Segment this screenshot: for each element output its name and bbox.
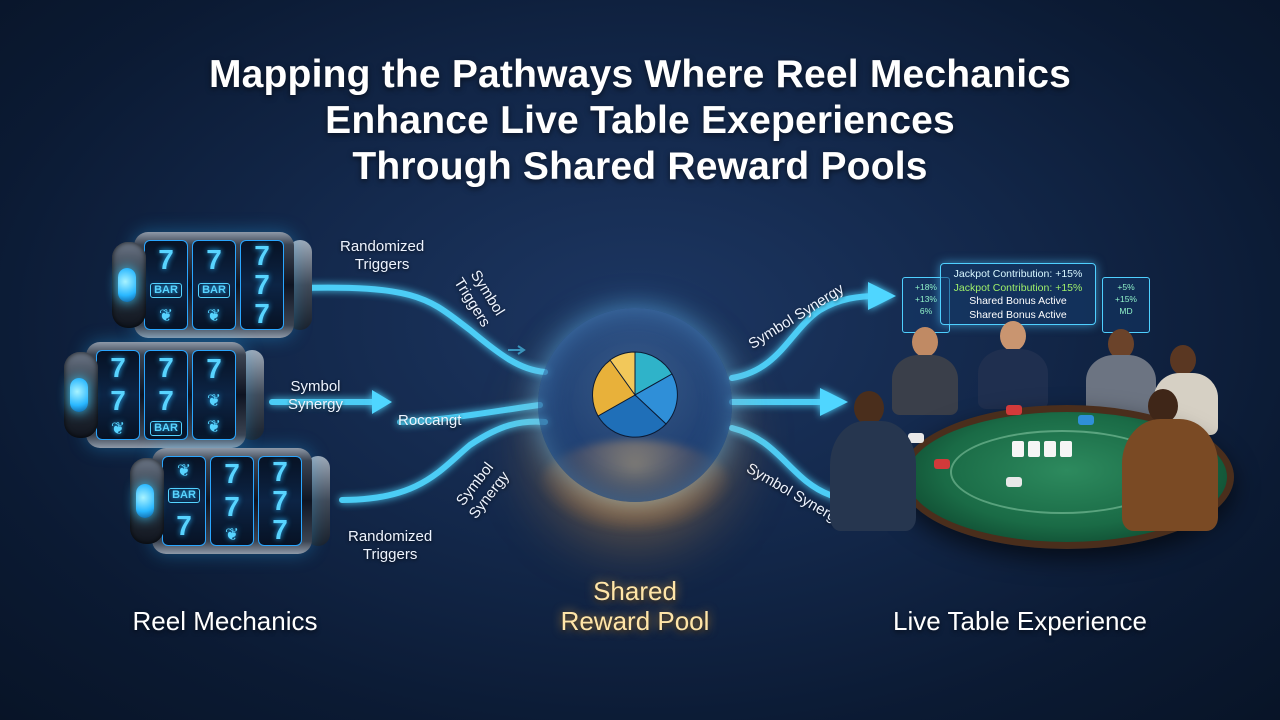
seven-symbol: 7	[272, 514, 288, 546]
chip-stack-icon	[908, 433, 924, 443]
title-line-2: Enhance Live Table Exeperiences	[325, 99, 955, 142]
slot-reel-2: 7 7 ❦ 7 7 BAR 7 ❦ ❦	[64, 342, 264, 448]
seven-symbol: 7	[110, 351, 126, 383]
section-label-reels: Reel Mechanics	[132, 606, 318, 636]
right-stat-panel: +5% +15% MD	[1102, 277, 1150, 333]
chip-stack-icon	[1006, 405, 1022, 415]
seven-symbol: 7	[224, 457, 240, 489]
flow-mid-in-2	[397, 402, 543, 425]
playing-card-icon	[1012, 441, 1024, 457]
playing-card-icon	[1060, 441, 1072, 457]
chip-stack-icon	[934, 459, 950, 469]
seven-symbol: 7	[158, 351, 174, 383]
cherry-icon: ❦	[206, 416, 222, 436]
flow-top-out	[729, 293, 881, 381]
cherry-icon: ❦	[158, 306, 174, 326]
arrow-right-icon	[372, 390, 392, 414]
seven-symbol: 7	[206, 243, 222, 275]
label-roccangt: Roccangt	[398, 412, 462, 429]
arrow-right-icon	[820, 388, 848, 416]
bar-symbol: BAR	[168, 487, 200, 503]
seven-symbol: 7	[224, 490, 240, 522]
jackpot-panel: Jackpot Contribution: +15% Jackpot Contr…	[940, 263, 1096, 325]
arrow-right-icon	[868, 282, 896, 310]
page-title: Mapping the Pathways Where Reel Mechanic…	[0, 52, 1280, 190]
cherry-icon: ❦	[206, 390, 222, 410]
seven-symbol: 7	[272, 484, 288, 516]
flow-top-in	[297, 284, 548, 375]
seven-symbol: 7	[254, 298, 270, 330]
chip-stack-icon	[1006, 477, 1022, 487]
cherry-icon: ❦	[110, 418, 126, 438]
seven-symbol: 7	[158, 243, 174, 275]
flow-low-in	[339, 418, 548, 503]
chip-stack-icon	[1078, 415, 1094, 425]
seven-symbol: 7	[176, 510, 192, 542]
section-label-pool: Shared Reward Pool	[560, 576, 710, 636]
slot-reel-3: ❦ BAR 7 7 7 ❦ 7 7 7	[130, 448, 330, 554]
bar-symbol: BAR	[150, 282, 182, 298]
seven-symbol: 7	[254, 268, 270, 300]
playing-card-icon	[1028, 441, 1040, 457]
seven-symbol: 7	[254, 240, 270, 271]
cherry-icon: ❦	[176, 460, 192, 480]
seven-symbol: 7	[206, 353, 222, 385]
section-label-table: Live Table Experience	[893, 606, 1147, 636]
label-randomized-triggers-top: Randomized Triggers	[340, 238, 425, 273]
cherry-icon: ❦	[224, 524, 240, 544]
bar-symbol: BAR	[150, 421, 182, 437]
cherry-icon: ❦	[206, 306, 222, 326]
reward-pool-pie-icon	[592, 351, 678, 438]
playing-card-icon	[1044, 441, 1056, 457]
title-line-3: Through Shared Reward Pools	[352, 145, 928, 188]
seven-symbol: 7	[158, 385, 174, 417]
bar-symbol: BAR	[198, 282, 230, 298]
live-table-scene: +18% +13% 6% Jackpot Contribution: +15% …	[830, 255, 1250, 575]
label-randomized-triggers-bottom: Randomized Triggers	[348, 528, 433, 563]
slot-reel-1: 7 BAR ❦ 7 BAR ❦ 7 7 7	[112, 232, 312, 338]
label-symbol-synergy-mid: Symbol Synergy	[288, 378, 344, 413]
seven-symbol: 7	[110, 384, 126, 416]
title-line-1: Mapping the Pathways Where Reel Mechanic…	[208, 53, 1072, 96]
seven-symbol: 7	[272, 456, 288, 487]
